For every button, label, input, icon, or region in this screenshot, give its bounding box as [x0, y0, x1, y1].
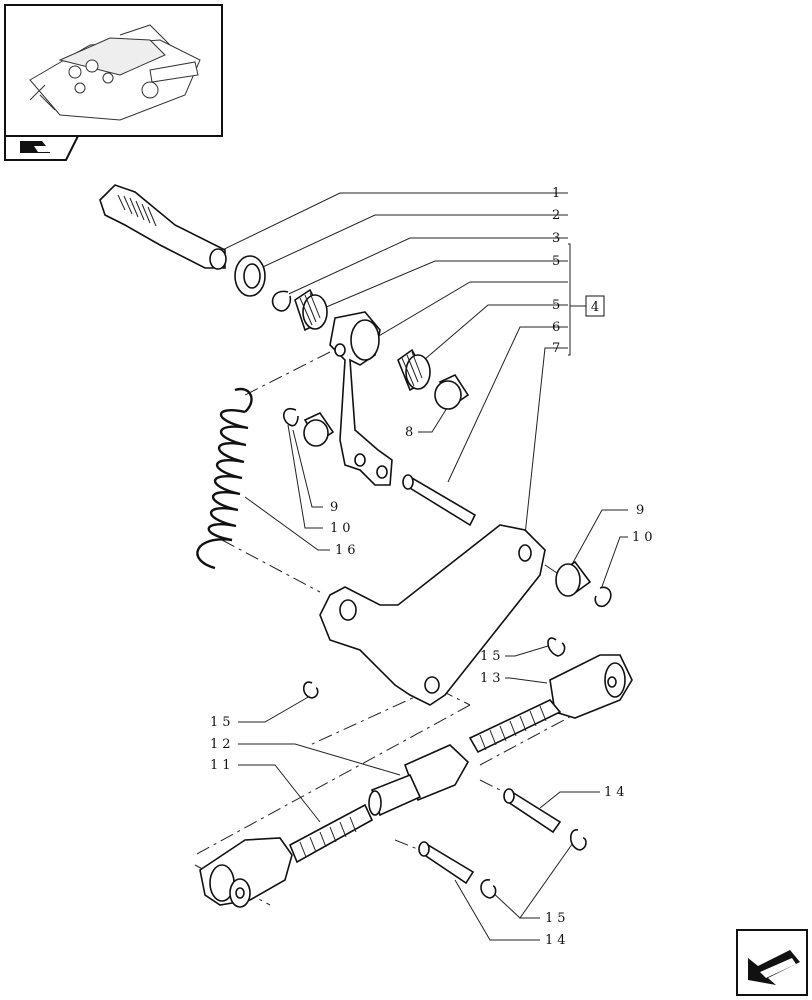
bushing-part-8[interactable]	[434, 373, 470, 410]
spacer-part-9-right[interactable]	[555, 560, 592, 597]
callout-label: 15	[545, 911, 570, 926]
leader-lines	[209, 192, 628, 941]
callout-label: 2	[552, 208, 564, 223]
callout-label: 6	[552, 320, 564, 335]
callout-label: 10	[632, 530, 657, 545]
callout-label: 16	[335, 543, 360, 558]
rod-end-part-11[interactable]	[199, 803, 374, 908]
washer-part-2[interactable]	[234, 255, 266, 297]
callout-label: 11	[210, 758, 235, 773]
clip-part-15-top[interactable]	[547, 637, 566, 657]
clip-part-15-left[interactable]	[302, 681, 319, 699]
book-tab-icon[interactable]	[4, 135, 80, 161]
callout-label: 15	[480, 649, 505, 664]
callout-label: 7	[552, 341, 564, 356]
pin-part-14-right[interactable]	[503, 788, 562, 834]
callout-label: 15	[210, 715, 235, 730]
callout-label: 14	[545, 933, 570, 948]
needle-bearing-part-5-left[interactable]	[294, 288, 328, 332]
callout-label: 12	[210, 737, 235, 752]
arrow-next-page-icon[interactable]	[736, 929, 808, 996]
callout-label: 14	[604, 785, 629, 800]
assembly-reference-number: 4	[591, 300, 599, 315]
rod-end-part-13[interactable]	[468, 654, 633, 754]
clip-part-15-right-lower[interactable]	[569, 829, 587, 851]
transmission-housing-thumbnail	[29, 24, 201, 121]
callout-label: 10	[330, 521, 355, 536]
pin-part-6[interactable]	[402, 474, 477, 527]
callout-label: 3	[552, 231, 564, 246]
needle-bearing-part-5-right[interactable]	[397, 348, 431, 392]
threaded-shaft-part-1[interactable]	[99, 184, 227, 270]
callout-label: 5	[552, 254, 564, 269]
callout-label: 1	[552, 186, 564, 201]
assembly-reference-box[interactable]: 4	[585, 295, 605, 317]
thumbnail-panel[interactable]	[4, 4, 223, 137]
callout-label: 9	[330, 500, 342, 515]
callout-label: 8	[405, 425, 417, 440]
callout-label: 5	[552, 298, 564, 313]
pin-part-14-bottom[interactable]	[418, 841, 475, 885]
spring-part-16[interactable]	[196, 387, 253, 570]
callout-label: 9	[636, 503, 648, 518]
lever-arm[interactable]	[329, 311, 393, 486]
lower-bracket[interactable]	[319, 524, 546, 706]
callout-label: 13	[480, 671, 505, 686]
callout-labels: 1 2 3 5 5 6 7 8 9 10 16 9 10 15 13 15 12…	[210, 186, 657, 948]
clip-part-10-right[interactable]	[594, 586, 612, 608]
spacer-part-9-left[interactable]	[303, 411, 335, 447]
clip-part-10-left[interactable]	[283, 407, 299, 427]
clip-part-15-bottom[interactable]	[480, 879, 497, 899]
turnbuckle-part-12[interactable]	[368, 744, 470, 817]
snap-ring-part-3[interactable]	[271, 290, 292, 312]
